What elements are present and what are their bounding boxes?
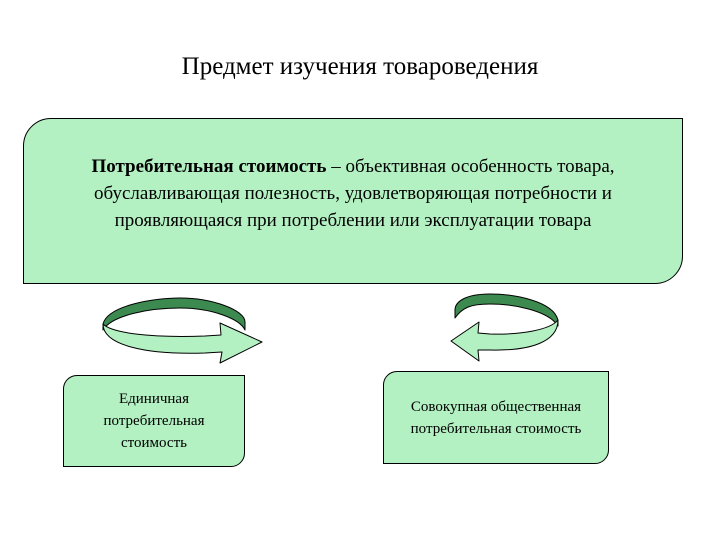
main-definition-box: Потребительная стоимость – объективная о…	[23, 118, 683, 284]
single-use-value-line-3: стоимость	[121, 435, 187, 451]
aggregate-use-value-line-1: Совокупная общественная	[410, 398, 582, 415]
single-use-value-text: Единичная потребительная стоимость	[103, 388, 204, 454]
single-use-value-line-2: потребительная	[103, 413, 205, 429]
definition-line-2: обуславливающая полезность, удовлетворяю…	[94, 182, 612, 204]
single-use-value-box: Единичная потребительная стоимость	[63, 375, 245, 467]
aggregate-use-value-text: Совокупная общественная потребительная с…	[411, 396, 582, 440]
single-use-value-line-1: Единичная	[118, 391, 189, 407]
aggregate-use-value-line-2: потребительная стоимость	[410, 420, 582, 437]
definition-term: Потребительная стоимость	[91, 155, 327, 177]
definition-text: Потребительная стоимость – объективная о…	[24, 153, 682, 234]
circular-arrow-left-icon	[102, 297, 263, 364]
diagram-title: Предмет изучения товароведения	[181, 53, 539, 80]
circular-arrow-right-icon	[450, 293, 559, 362]
definition-line-3: проявляющаяся при потреблении или эксплу…	[114, 209, 592, 231]
aggregate-use-value-box: Совокупная общественная потребительная с…	[383, 371, 609, 464]
definition-line-1: – объективная особенность товара,	[326, 155, 615, 177]
